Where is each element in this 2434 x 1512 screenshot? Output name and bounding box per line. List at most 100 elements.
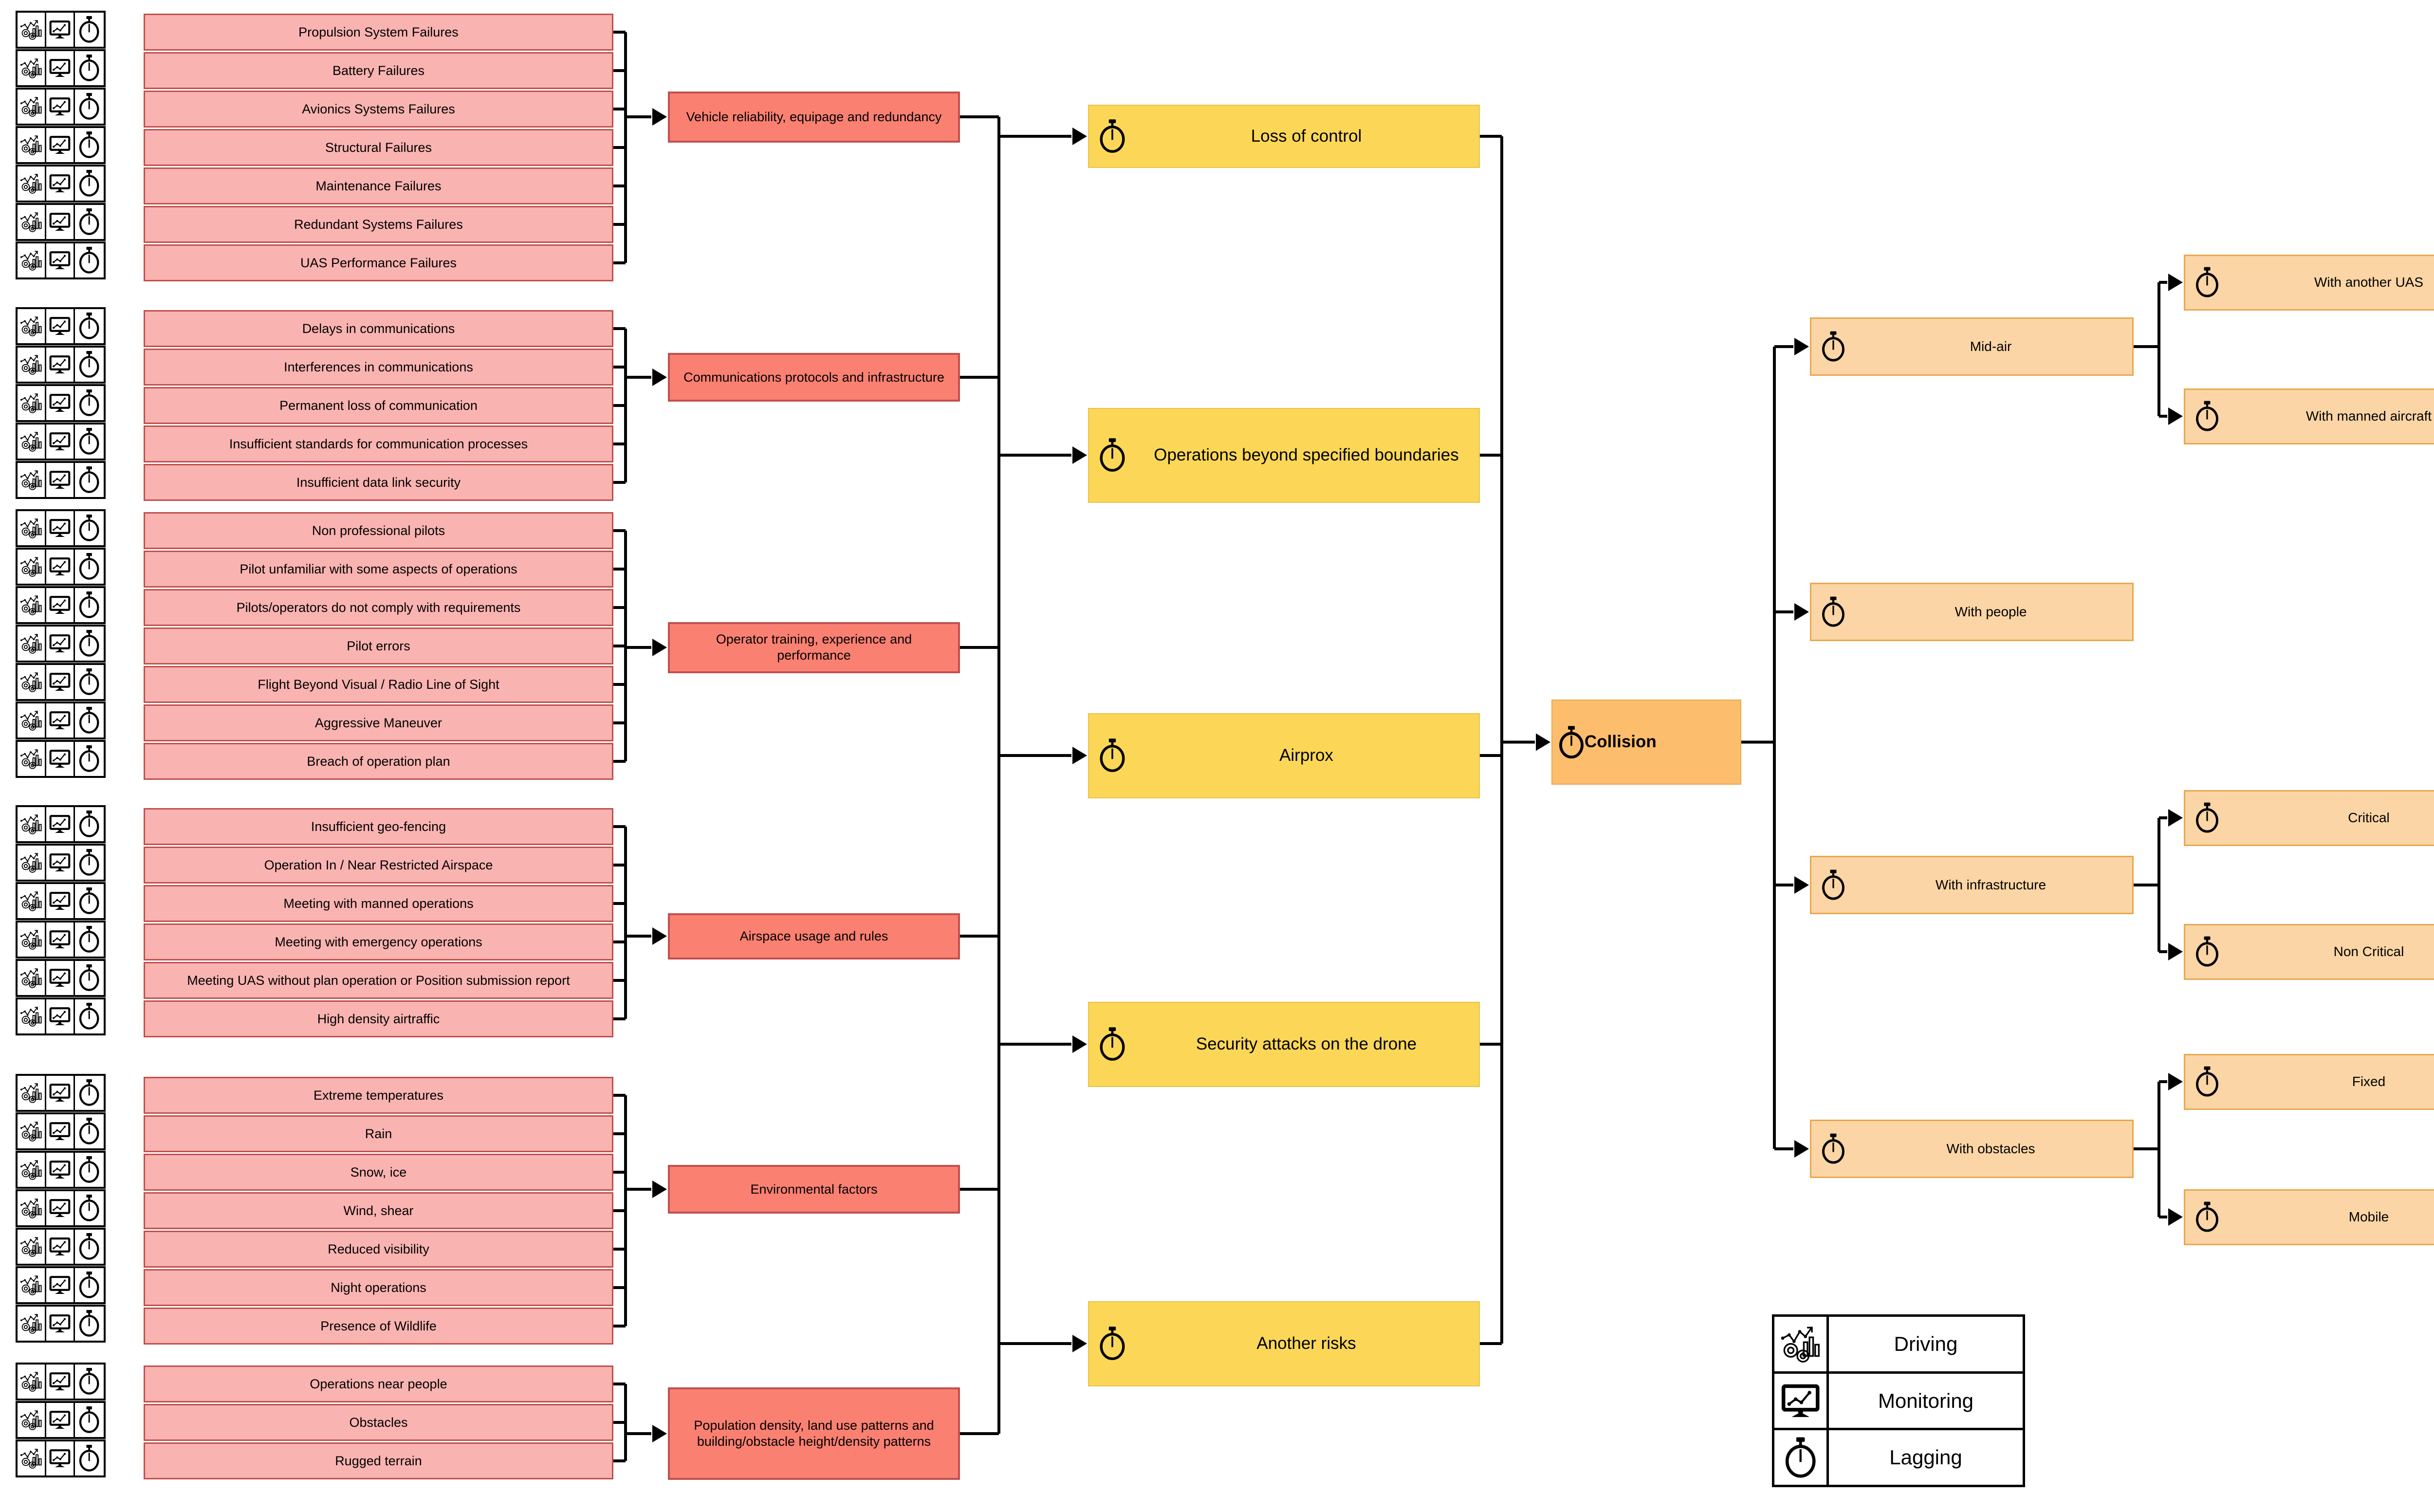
cause-box[interactable]: Snow, ice (144, 1154, 613, 1191)
consequence-sub-box[interactable]: Non Critical (2184, 923, 2434, 980)
driving-icon (18, 166, 46, 201)
indicator-cluster (16, 1228, 106, 1266)
cause-box[interactable]: Obstacles (144, 1404, 613, 1441)
cause-category-box[interactable]: Communications protocols and infrastruct… (668, 353, 960, 402)
cause-box-label: Aggressive Maneuver (314, 715, 443, 730)
lagging-icon (1820, 331, 1846, 363)
cause-box[interactable]: Insufficient standards for communication… (144, 425, 613, 462)
lagging-icon (75, 1114, 104, 1148)
indicator-cluster (16, 241, 106, 279)
lagging-icon (75, 1364, 104, 1399)
cause-box-label: Night operations (331, 1280, 426, 1295)
legend-row: Driving (1774, 1317, 2023, 1374)
consequence-box[interactable]: With obstacles (1810, 1120, 2134, 1178)
cause-box[interactable]: Structural Failures (144, 129, 613, 166)
indicator-cluster (16, 997, 106, 1035)
consequence-sub-box[interactable]: Mobile (2184, 1189, 2434, 1245)
cause-box[interactable]: Flight Beyond Visual / Radio Line of Sig… (144, 666, 613, 703)
lagging-icon (1557, 725, 1586, 760)
cause-box[interactable]: Operations near people (144, 1365, 613, 1402)
consequence-box[interactable]: With infrastructure (1810, 856, 2134, 914)
consequence-box[interactable]: Mid-air (1810, 317, 2134, 376)
monitoring-icon (46, 13, 75, 47)
cause-box[interactable]: Interferences in communications (144, 349, 613, 386)
consequence-sub-box[interactable]: With manned aircraft (2184, 388, 2434, 444)
consequence-box[interactable]: With people (1810, 583, 2134, 641)
cause-box-label: Insufficient standards for communication… (229, 436, 528, 451)
cause-box[interactable]: Pilots/operators do not comply with requ… (144, 589, 613, 626)
cause-box[interactable]: UAS Performance Failures (144, 244, 613, 281)
hazard-box[interactable]: Airprox (1088, 713, 1480, 798)
cause-box-label: Operation In / Near Restricted Airspace (264, 857, 493, 872)
consequence-sub-box-label: Mobile (2348, 1209, 2389, 1224)
lagging-icon (1774, 1430, 1829, 1485)
cause-box[interactable]: Avionics Systems Failures (144, 91, 613, 128)
cause-category-box[interactable]: Operator training, experience and perfor… (668, 622, 960, 673)
indicator-cluster (16, 165, 106, 203)
cause-box[interactable]: Rugged terrain (144, 1442, 613, 1479)
cause-box-label: Pilot errors (347, 638, 410, 653)
indicator-cluster (16, 1401, 106, 1439)
cause-box[interactable]: Wind, shear (144, 1192, 613, 1229)
indicator-cluster (16, 1439, 106, 1477)
cause-box[interactable]: Meeting UAS without plan operation or Po… (144, 962, 613, 999)
driving-icon (18, 742, 46, 776)
driving-icon (18, 999, 46, 1033)
cause-box[interactable]: Propulsion System Failures (144, 14, 613, 51)
lagging-icon (75, 665, 104, 699)
cause-box[interactable]: Maintenance Failures (144, 167, 613, 204)
cause-category-box[interactable]: Airspace usage and rules (668, 913, 960, 959)
cause-box[interactable]: Meeting with manned operations (144, 885, 613, 922)
monitoring-icon (46, 1153, 75, 1187)
cause-box[interactable]: Battery Failures (144, 52, 613, 89)
driving-icon (18, 90, 46, 124)
cause-box-label: Extreme temperatures (313, 1088, 444, 1103)
cause-box[interactable]: Reduced visibility (144, 1231, 613, 1268)
cause-box[interactable]: Presence of Wildlife (144, 1308, 613, 1345)
hazard-box[interactable]: Loss of control (1088, 105, 1480, 168)
cause-category-box[interactable]: Environmental factors (668, 1165, 960, 1214)
cause-box[interactable]: Night operations (144, 1269, 613, 1306)
cause-box-label: Delays in communications (302, 321, 455, 336)
cause-box[interactable]: Aggressive Maneuver (144, 704, 613, 741)
driving-icon (18, 961, 46, 995)
indicator-cluster (16, 1305, 106, 1343)
top-event-box[interactable]: Collision (1551, 700, 1741, 785)
cause-box[interactable]: Insufficient geo-fencing (144, 808, 613, 845)
monitoring-icon (46, 1268, 75, 1302)
consequence-sub-box[interactable]: Fixed (2184, 1053, 2434, 1110)
cause-box[interactable]: Permanent loss of communication (144, 387, 613, 424)
consequence-sub-box[interactable]: Critical (2184, 790, 2434, 846)
cause-box[interactable]: Breach of operation plan (144, 743, 613, 780)
cause-box[interactable]: Delays in communications (144, 310, 613, 347)
cause-box[interactable]: Non professional pilots (144, 512, 613, 549)
consequence-sub-box[interactable]: With another UAS (2184, 254, 2434, 311)
indicator-cluster (16, 805, 106, 843)
cause-box[interactable]: Rain (144, 1115, 613, 1152)
driving-icon (18, 588, 46, 622)
monitoring-icon (46, 463, 75, 497)
cause-box[interactable]: High density airtraffic (144, 1000, 613, 1037)
cause-box[interactable]: Operation In / Near Restricted Airspace (144, 847, 613, 884)
cause-box[interactable]: Insufficient data link security (144, 464, 613, 501)
hazard-box[interactable]: Operations beyond specified boundaries (1088, 407, 1480, 503)
cause-box[interactable]: Pilot unfamiliar with some aspects of op… (144, 551, 613, 588)
cause-box[interactable]: Redundant Systems Failures (144, 206, 613, 243)
hazard-box[interactable]: Another risks (1088, 1301, 1480, 1386)
monitoring-icon (46, 51, 75, 85)
cause-box[interactable]: Meeting with emergency operations (144, 923, 613, 960)
monitoring-icon (1774, 1373, 1829, 1428)
driving-icon (18, 550, 46, 584)
consequence-sub-box-label: With another UAS (2314, 274, 2424, 290)
cause-box[interactable]: Pilot errors (144, 627, 613, 664)
driving-icon (18, 1364, 46, 1399)
hazard-box[interactable]: Security attacks on the drone (1088, 1001, 1480, 1087)
monitoring-icon (46, 309, 75, 343)
cause-category-box[interactable]: Population density, land use patterns an… (668, 1387, 960, 1480)
cause-box[interactable]: Extreme temperatures (144, 1077, 613, 1114)
monitoring-icon (46, 243, 75, 277)
cause-box-label: Presence of Wildlife (320, 1318, 437, 1333)
driving-icon (18, 511, 46, 545)
cause-category-box[interactable]: Vehicle reliability, equipage and redund… (668, 91, 960, 143)
